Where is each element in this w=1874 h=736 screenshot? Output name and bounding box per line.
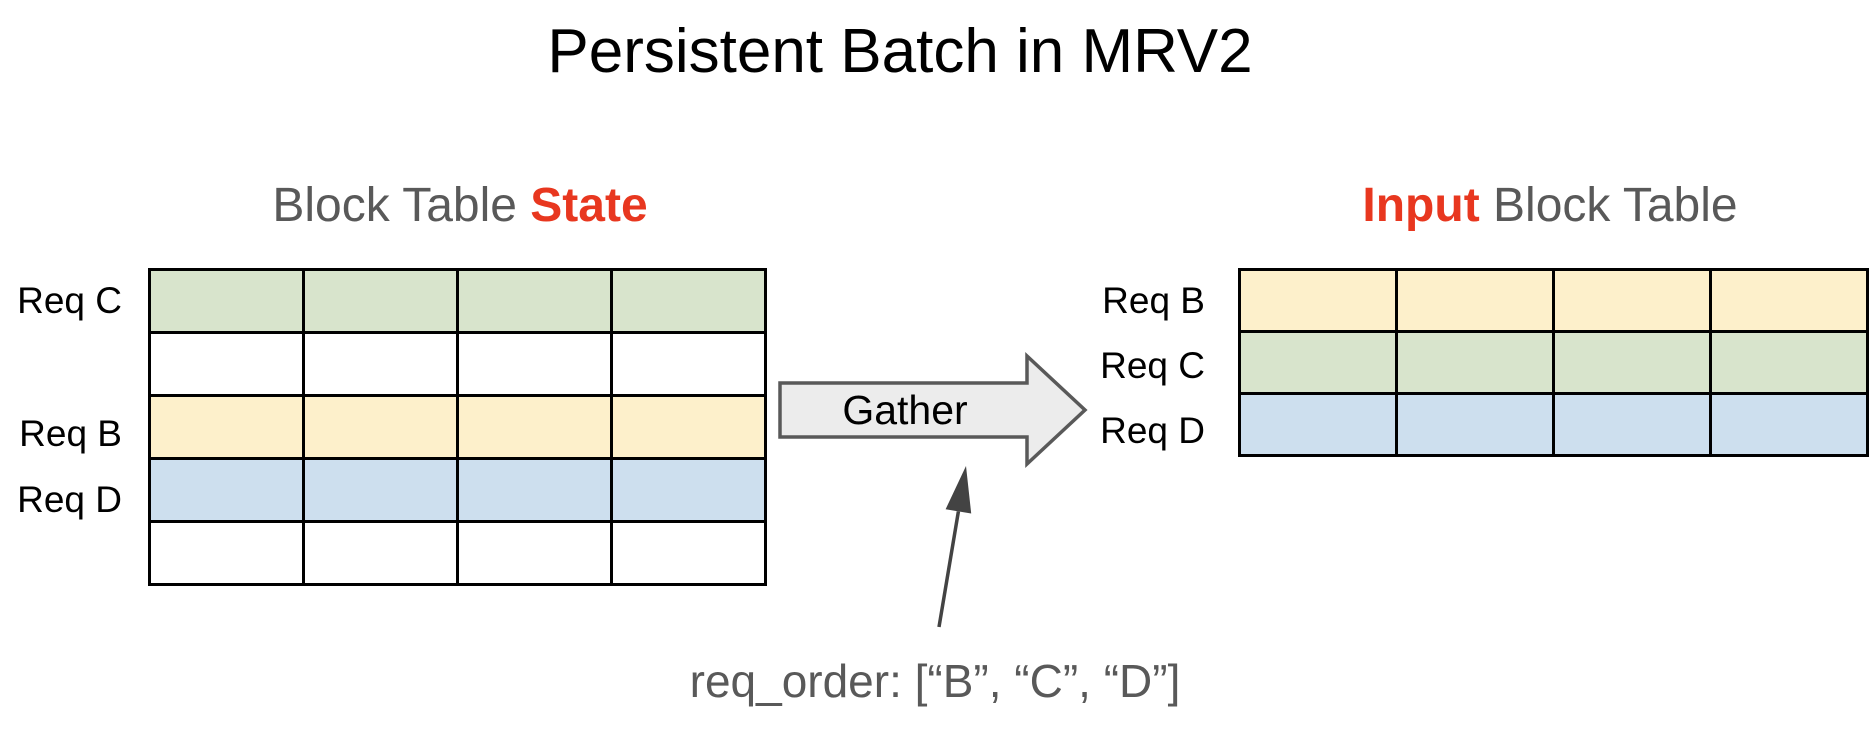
table-row <box>148 394 767 460</box>
input-heading-highlight: Input <box>1362 179 1480 232</box>
block-cell <box>302 457 459 523</box>
table-row <box>148 268 767 334</box>
table-row <box>1238 392 1869 457</box>
block-cell <box>1395 268 1555 333</box>
state-row-label-req-b: Req B <box>19 413 122 454</box>
block-cell <box>302 331 459 397</box>
state-row-label-req-c: Req C <box>17 280 122 321</box>
block-cell <box>610 520 767 586</box>
input-row-label-req-c: Req C <box>1100 345 1205 386</box>
input-row-label-req-d: Req D <box>1100 410 1205 451</box>
state-heading-highlight: State <box>530 179 648 232</box>
table-row <box>148 331 767 397</box>
block-cell <box>148 331 305 397</box>
gather-arrow-shape <box>778 351 1088 469</box>
table-row <box>148 520 767 586</box>
block-cell <box>610 457 767 523</box>
input-row-label-req-b: Req B <box>1102 280 1205 321</box>
block-cell <box>456 394 613 460</box>
gather-arrow-label: Gather <box>842 387 967 433</box>
block-cell <box>1552 330 1712 395</box>
block-cell <box>1395 330 1555 395</box>
table-row <box>1238 268 1869 333</box>
block-cell <box>610 268 767 334</box>
block-cell <box>610 331 767 397</box>
block-cell <box>456 457 613 523</box>
input-block-table <box>1238 268 1869 457</box>
block-cell <box>1552 268 1712 333</box>
block-cell <box>1709 392 1869 457</box>
block-cell <box>1238 392 1398 457</box>
block-cell <box>1552 392 1712 457</box>
block-cell <box>456 520 613 586</box>
block-cell <box>456 268 613 334</box>
block-cell <box>1395 392 1555 457</box>
block-cell <box>1238 330 1398 395</box>
state-heading-prefix: Block Table <box>272 179 531 232</box>
block-cell <box>302 394 459 460</box>
annotation-arrow <box>937 466 972 628</box>
state-block-table <box>148 268 767 586</box>
block-cell <box>456 331 613 397</box>
block-cell <box>148 520 305 586</box>
block-cell <box>302 268 459 334</box>
block-cell <box>1238 268 1398 333</box>
annotation-arrowhead <box>945 466 972 514</box>
block-cell <box>610 394 767 460</box>
block-cell <box>1709 330 1869 395</box>
table-row <box>148 457 767 523</box>
block-cell <box>148 268 305 334</box>
state-table-heading: Block Table State <box>272 179 648 233</box>
input-table-heading: Input Block Table <box>1362 179 1738 233</box>
gather-arrow: Gather <box>778 351 1088 469</box>
block-cell <box>148 457 305 523</box>
req-order-annotation: req_order: [“B”, “C”, “D”] <box>689 655 1181 707</box>
block-cell <box>148 394 305 460</box>
diagram-title: Persistent Batch in MRV2 <box>547 17 1253 86</box>
state-row-label-req-d: Req D <box>17 479 122 520</box>
block-cell <box>302 520 459 586</box>
block-cell <box>1709 268 1869 333</box>
table-row <box>1238 330 1869 395</box>
input-heading-suffix: Block Table <box>1479 179 1738 232</box>
